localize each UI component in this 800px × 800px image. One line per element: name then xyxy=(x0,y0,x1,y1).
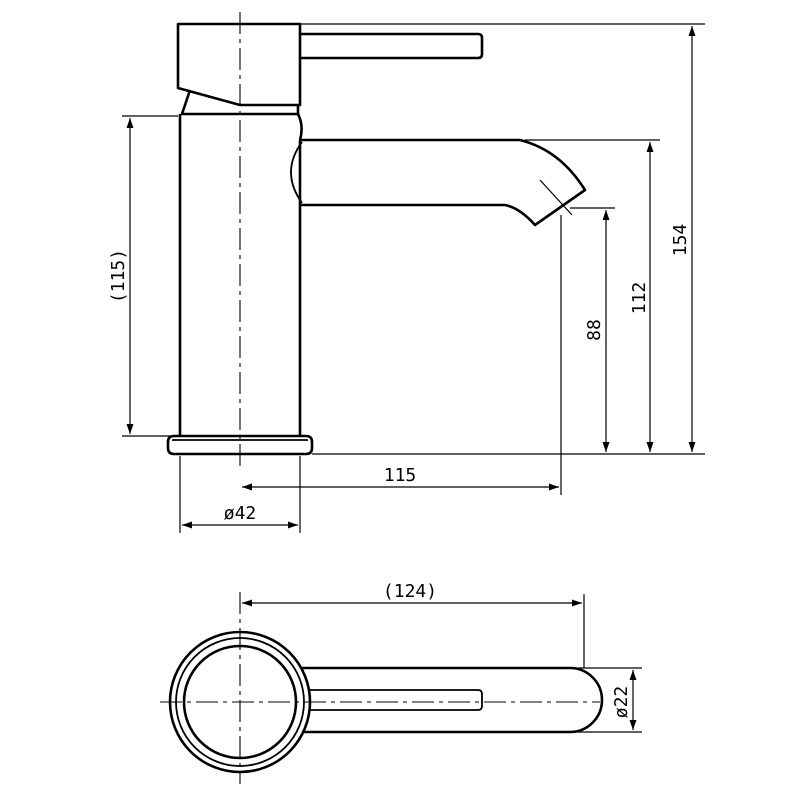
label-body-height: (115) xyxy=(108,249,129,303)
spout-collar xyxy=(290,141,303,204)
spout-tip-cut xyxy=(539,179,573,216)
base-plate xyxy=(166,434,314,456)
label-handle-length: (124) xyxy=(383,581,437,602)
label-lever-diameter: ø22 xyxy=(611,686,632,719)
label-spout-reach: 115 xyxy=(384,465,417,486)
label-spout-height: 112 xyxy=(629,282,650,315)
handle-neck xyxy=(180,89,300,116)
top-lever-body xyxy=(240,666,604,734)
body-shoulder xyxy=(296,113,303,141)
handle-cap xyxy=(176,22,302,107)
label-total-height: 154 xyxy=(670,224,691,257)
side-view: 154 112 88 (115) 115 ø42 xyxy=(108,12,705,533)
label-spout-clearance: 88 xyxy=(584,319,605,341)
top-view: (124) ø22 xyxy=(160,581,642,784)
label-base-diameter: ø42 xyxy=(224,503,257,524)
lever-handle xyxy=(300,32,484,60)
top-lever-slot xyxy=(300,689,483,711)
spout xyxy=(300,138,587,227)
